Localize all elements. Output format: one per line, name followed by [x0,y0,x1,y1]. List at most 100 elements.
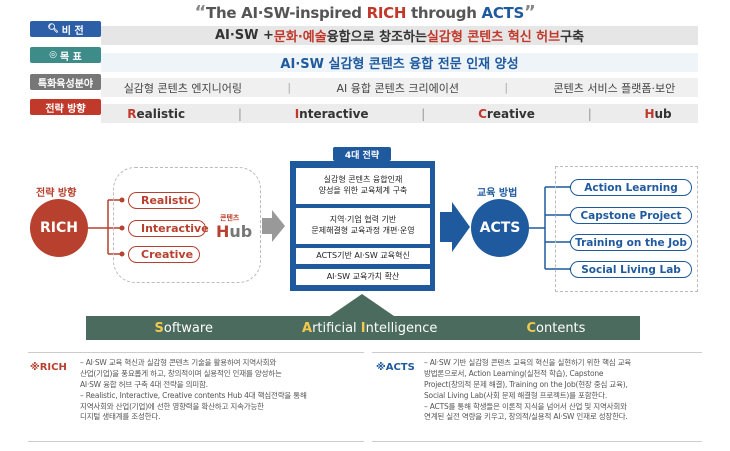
strategy-rest: ub [654,106,672,121]
vision-text-d: 실감형 콘텐츠 혁신 허브 [426,30,561,45]
acts-note-box [372,352,702,442]
strategy-rest: nteractive [299,106,369,121]
note-line: 방법론으로서, Action Learning(실천적 학습), Capston… [424,368,604,378]
headline: “The AI·SW-inspired RICH through ACTS” [0,2,730,23]
strategy-box-1: 실감형 콘텐츠 융합인재 양성을 위한 교육체계 구축 [296,168,430,204]
strategy-item: Realistic [127,107,185,121]
pill-text: Social Living Lab [581,263,681,276]
pill-interactive: Interactive [128,220,209,237]
rich-circle: RICH [30,199,88,257]
vision-text-b: 문화·예술 [273,30,327,45]
strategy-label-text: 전략 방향 [45,103,86,115]
target-icon: ◎ [49,50,57,60]
strategy-box-line: 문제해결형 교육과정 개편·운영 [311,226,415,235]
strategy-tag: 4대 전략 [333,147,391,161]
headline-aisw: AI·SW [241,4,290,22]
vision-text-a: AI·SW + [214,28,274,43]
rich-note-title: ※RICH [30,362,67,373]
pill-text: Capstone Project [580,209,682,222]
hub-small-label: 콘텐츠 [220,214,240,222]
pill-text: Realistic [141,194,194,207]
field-item: 실감형 콘텐츠 엔지니어링 [123,81,242,95]
note-line: Social Living Lab(사회 문제 해결형 프로젝트)를 포함한다. [424,390,608,400]
rich-dashbox [113,167,261,283]
headline-acts: ACTS [481,4,525,22]
vision-label-text: 비 전 [61,25,84,37]
foundation-item: Contents [526,321,585,336]
note-line: Project(창의적 문제 해결), Training on the Job(… [424,379,628,389]
foundation-initial: S [154,320,164,336]
foundation-initial: C [526,320,537,336]
pill-action-learning: Action Learning [570,179,692,196]
note-line: – AI·SW 교육 혁신과 실감형 콘텐츠 기술을 활용하여 지역사회와 [80,358,277,367]
hub-initial: H [216,222,230,241]
note-line: AI·SW 융합 허브 구축 4대 전략을 의미함. [80,379,208,389]
pill-training-on-the-job: Training on the Job [570,234,692,251]
strategy-item: Hub [644,107,671,121]
foundation-labels: Software Artificial Intelligence Content… [110,318,630,338]
strategy-box-2: 지역·기업 협력 기반 문제해결형 교육과정 개편·운영 [296,208,430,244]
pill-text: Creative [141,248,194,261]
headline-mid: -inspired [289,4,367,22]
strategy-box-line: AI·SW 교육가치 확산 [326,271,400,281]
rich-note-text: – AI·SW 교육 혁신과 실감형 콘텐츠 기술을 활용하여 지역사회와 산업… [80,358,362,423]
vision-text-c: 융합으로 창조하는 [326,30,427,45]
arrow-right-icon [440,202,470,252]
hub-rest: ub [229,222,253,241]
strategy-box-line: 실감형 콘텐츠 융합인재 [323,175,403,185]
goal-label: ◎ 목 표 [30,47,101,63]
strategy-rest: reative [486,106,535,121]
pill-text: Interactive [141,222,209,235]
field-item: AI 융합 콘텐츠 크리에이션 [336,81,459,95]
foundation-rest: ontents [536,320,586,336]
vision-text-e: 구축 [560,30,585,45]
foundation-rest: oftware [163,320,213,336]
foundation-rest: rtificial [312,320,361,336]
strategy-box-4: AI·SW 교육가치 확산 [296,269,430,285]
pill-text: Training on the Job [575,236,687,249]
foundation-item: Software [155,321,213,336]
field-item: 콘텐츠 서비스 플랫폼·보안 [553,81,676,95]
note-line: 연계된 실전 역량을 키우고, 창의적/실용적 AI·SW 인재로 성장한다. [424,412,628,422]
note-line: – Realistic, Interactive, Creative conte… [80,390,307,400]
goal-statement: AI·SW 실감형 콘텐츠 융합 전문 인재 양성 [101,53,698,72]
hub-label: Hub [216,222,252,241]
fields-label-text: 특화육성분야 [37,78,94,90]
vision-statement: AI·SW + 문화·예술 융합으로 창조하는 실감형 콘텐츠 혁신 허브 구축 [101,26,698,45]
search-icon: 🔍︎ [47,24,59,34]
strategy-list: Realistic | Interactive | Creative | Hub [101,104,698,123]
divider: | [421,106,426,121]
note-line: 산업(기업)을 풍요롭게 하고, 창의적이며 실용적인 인재를 양성하는 [80,368,282,378]
pill-realistic: Realistic [128,192,200,209]
note-line: 지역사회와 산업(기업)에 선한 영향력을 확산하고 지속가능한 [80,401,264,411]
goal-label-text: 목 표 [59,51,82,63]
strategy-label: 전략 방향 [30,99,101,115]
acts-note-title: ※ACTS [376,362,415,373]
pill-text: Action Learning [584,181,678,194]
pill-capstone-project: Capstone Project [570,207,692,224]
foundation-item: Artificial Intelligence [302,321,437,336]
strategy-initial: H [644,106,655,121]
foundation-initial: A [302,320,313,336]
divider: | [237,106,243,121]
pill-social-living-lab: Social Living Lab [570,261,692,278]
divider: | [504,81,509,94]
acts-dashbox [555,166,698,292]
acts-circle-text: ACTS [479,220,521,236]
left-title: 전략 방향 [36,188,77,199]
headline-through: through [406,4,482,22]
note-line: – ACTS를 통해 학생들은 이론적 지식을 넘어서 산업 및 지역사회와 [424,401,627,411]
acts-note-text: – AI·SW 기반 실감형 콘텐츠 교육의 혁신을 실현하기 위한 핵심 교육… [424,358,702,423]
rich-note-box [28,352,364,442]
strategy-item: Interactive [295,107,369,121]
foundation-rest: ntelligence [365,320,438,336]
strategy-item: Creative [478,107,535,121]
strategy-initial: C [478,106,487,121]
fields-list: 실감형 콘텐츠 엔지니어링 | AI 융합 콘텐츠 크리에이션 | 콘텐츠 서비… [101,78,698,97]
foundation-initial: I [360,320,366,336]
note-line: – AI·SW 기반 실감형 콘텐츠 교육의 혁신을 실현하기 위한 핵심 교육 [424,358,632,367]
note-line: 디지털 생태계를 조성한다. [80,412,161,422]
divider: | [587,106,592,121]
right-title: 교육 방법 [477,188,518,199]
close-quote: ” [523,2,536,23]
